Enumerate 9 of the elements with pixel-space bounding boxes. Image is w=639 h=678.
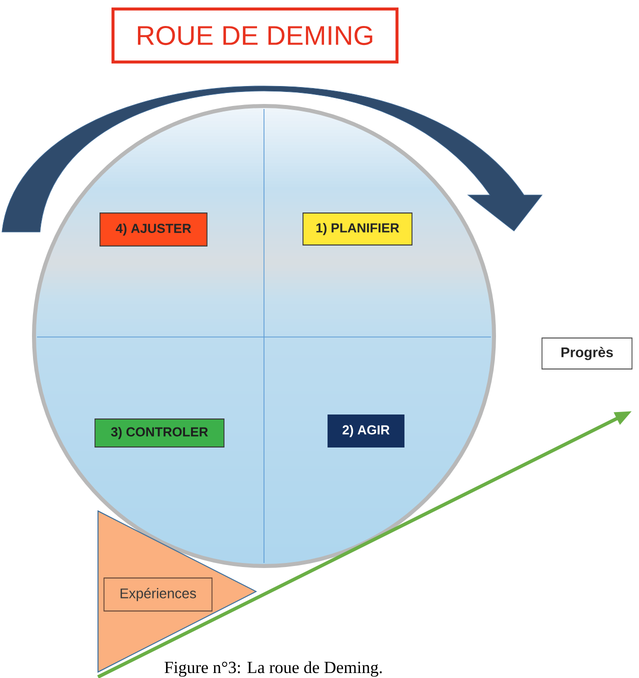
- phase-box: 1) PLANIFIER: [302, 212, 412, 246]
- caption: Figure n°3: La roue de Deming.: [164, 661, 382, 677]
- label-box: Progrès: [542, 338, 632, 370]
- title-box: ROUE DE DEMING: [112, 8, 398, 64]
- phase-box: 4) AJUSTER: [100, 212, 208, 246]
- phase-box: 2) AGIR: [328, 414, 404, 448]
- label-box: Expériences: [104, 578, 212, 612]
- phase-box: 3) CONTROLER: [94, 418, 224, 448]
- wheel-circle: [32, 104, 496, 568]
